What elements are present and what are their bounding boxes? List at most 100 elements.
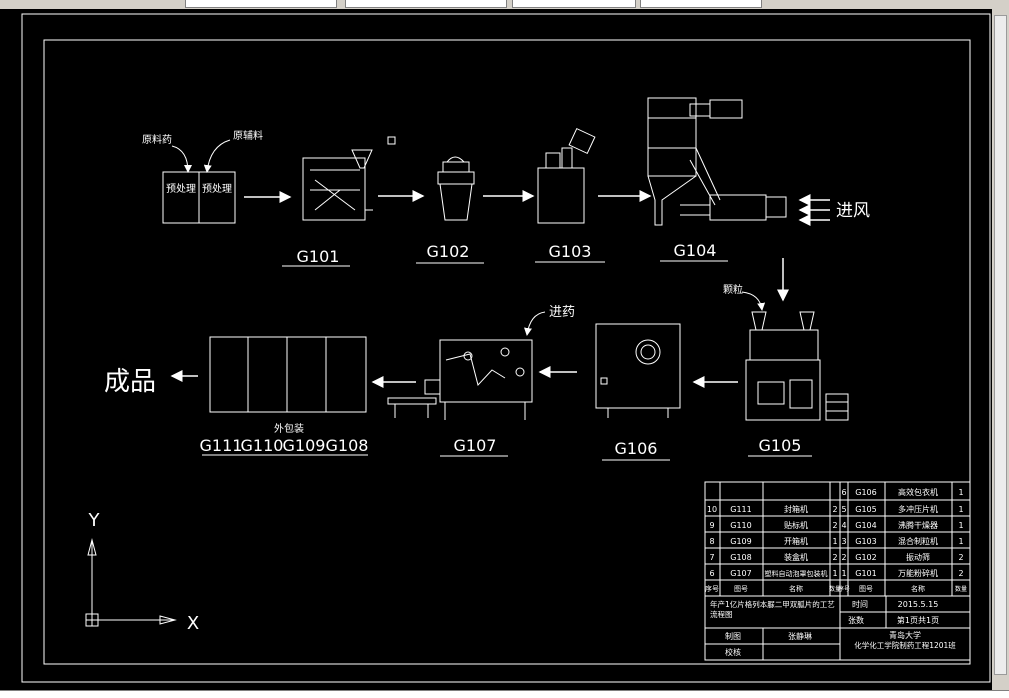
ucs-y-label: Y: [88, 510, 101, 531]
code-g111: G111: [200, 436, 243, 455]
raw-excipient-label: 原辅料: [233, 129, 263, 142]
tb-right-no: 6: [841, 488, 846, 497]
vertical-scrollbar[interactable]: [992, 9, 1009, 693]
tb-right-name: 振动筛: [906, 552, 930, 562]
tb-left-code: G111: [730, 505, 751, 514]
g107-blister-packer-icon: [387, 339, 533, 420]
code-g109: G109: [283, 436, 326, 455]
g102-sieve-icon: [437, 156, 475, 221]
tb-left-name: 开箱机: [784, 536, 808, 546]
tb-right-code: G106: [855, 488, 876, 497]
drawing-canvas[interactable]: 预处理 预处理 原料药 原辅料: [0, 9, 992, 693]
scrollbar-thumb[interactable]: [994, 15, 1007, 675]
code-g104: G104: [674, 241, 717, 260]
tb-right-no: 1: [841, 569, 846, 578]
tb-left-qty: 2: [832, 553, 837, 562]
tb-scale-label: 张数: [848, 615, 864, 625]
g103-granulator-icon: [537, 127, 596, 224]
code-g108: G108: [326, 436, 369, 455]
inlet-air-label: 进风: [836, 201, 870, 221]
tb-right-qty: 2: [958, 569, 963, 578]
g106-coater-icon: [595, 323, 681, 418]
tb-sheet-value: 第1页共1页: [897, 615, 939, 625]
tb-left-no: 6: [709, 569, 714, 578]
tb-right-code: G104: [855, 521, 876, 530]
pretreat-label-1: 预处理: [166, 183, 196, 195]
tb-right-name: 沸腾干燥器: [898, 520, 938, 530]
sheet-inner-border: [43, 39, 971, 665]
title-block-right-rows: 6 G106 高效包衣机 1 5 G105 多冲压片机 1 4 G104 沸腾干…: [838, 487, 967, 593]
tb-drawer-value: 张静琳: [788, 631, 812, 641]
tb-left-header-name: 名称: [789, 584, 803, 593]
granule-label: 颗粒: [723, 283, 743, 296]
product-label: 成品: [104, 367, 156, 397]
tb-class: 化学化工学院制药工程1201班: [854, 640, 956, 650]
toolbar-dropdown-layer[interactable]: [185, 0, 337, 8]
tb-right-header-qty: 数量: [955, 585, 967, 593]
tb-left-qty: 1: [832, 569, 837, 578]
raw-excipient-arrow: [203, 139, 231, 173]
tb-left-no: 10: [707, 505, 717, 514]
raw-drug-label: 原料药: [142, 133, 172, 146]
feed-drug-label: 进药: [549, 305, 575, 320]
toolbar-dropdown-color[interactable]: [345, 0, 507, 8]
tb-right-qty: 1: [958, 505, 963, 514]
title-block-left-rows: 10 G111 封箱机 2 9 G110 贴标机 2 8 G109 开箱机 1 …: [705, 504, 841, 593]
tb-right-header-no: 序号: [838, 585, 850, 593]
tb-time-value: 2015.5.15: [898, 600, 939, 609]
tb-left-header-qty: 数量: [829, 585, 841, 593]
tb-drawing-title: 年产1亿片格列本脲二甲双胍片的工艺流程图: [710, 600, 835, 619]
title-block-info: 年产1亿片格列本脲二甲双胍片的工艺流程图 时间 2015.5.15 张数 第1页…: [710, 599, 956, 657]
tb-right-code: G103: [855, 537, 876, 546]
tb-left-name: 塑料自动泡罩包装机: [765, 569, 828, 578]
toolbar-dropdown-linetype[interactable]: [512, 0, 636, 8]
raw-drug-arrow: [171, 145, 192, 173]
code-g106: G106: [615, 439, 658, 458]
drawing-svg: 预处理 预处理 原料药 原辅料: [21, 13, 991, 683]
tb-left-code: G109: [730, 537, 751, 546]
tb-left-code: G108: [730, 553, 751, 562]
g104-dryer-icon: [647, 97, 787, 226]
tb-left-no: 8: [709, 537, 714, 546]
tb-left-name: 装盒机: [784, 552, 808, 562]
tb-checker-label: 校核: [725, 647, 741, 657]
tb-right-name: 混合制粒机: [898, 536, 938, 546]
code-g107: G107: [454, 436, 497, 455]
tb-left-name: 封箱机: [784, 504, 808, 514]
g101-crusher-icon: [302, 136, 396, 221]
title-block: [704, 481, 971, 661]
toolbar-dropdown-lineweight[interactable]: [640, 0, 762, 8]
tb-left-qty: 1: [832, 537, 837, 546]
sheet-outer-border: [21, 13, 991, 683]
code-g110: G110: [241, 436, 284, 455]
command-line[interactable]: [0, 690, 1009, 698]
code-g102: G102: [427, 242, 470, 261]
ucs-x-label: X: [187, 613, 199, 634]
tb-drawer-label: 制图: [725, 631, 741, 641]
code-g101: G101: [297, 247, 340, 266]
feed-drug-arrow: [524, 311, 546, 336]
tb-right-name: 高效包衣机: [898, 487, 938, 497]
tb-school: 青岛大学: [889, 630, 921, 640]
tb-left-code: G107: [730, 569, 751, 578]
tb-right-header-name: 名称: [911, 584, 925, 593]
ucs-icon: [85, 538, 177, 627]
outer-pack-box: [209, 336, 367, 413]
code-g103: G103: [549, 242, 592, 261]
tb-drawing-title-wrap: 年产1亿片格列本脲二甲双胍片的工艺流程图: [710, 600, 835, 619]
tb-right-no: 5: [841, 505, 846, 514]
g105-tablet-press-icon: [745, 311, 849, 421]
tb-left-code: G110: [730, 521, 751, 530]
tb-left-qty: 2: [832, 505, 837, 514]
tb-right-no: 2: [841, 553, 846, 562]
tb-right-name: 万能粉碎机: [898, 568, 938, 578]
tb-left-no: 9: [709, 521, 714, 530]
tb-left-no: 7: [709, 553, 714, 562]
tb-time-label: 时间: [852, 599, 868, 609]
tb-right-qty: 1: [958, 521, 963, 530]
tb-right-code: G101: [855, 569, 876, 578]
outer-pack-label: 外包装: [274, 422, 304, 435]
tb-left-name: 贴标机: [784, 520, 808, 530]
tb-right-name: 多冲压片机: [898, 504, 938, 514]
tb-right-no: 4: [841, 521, 846, 530]
